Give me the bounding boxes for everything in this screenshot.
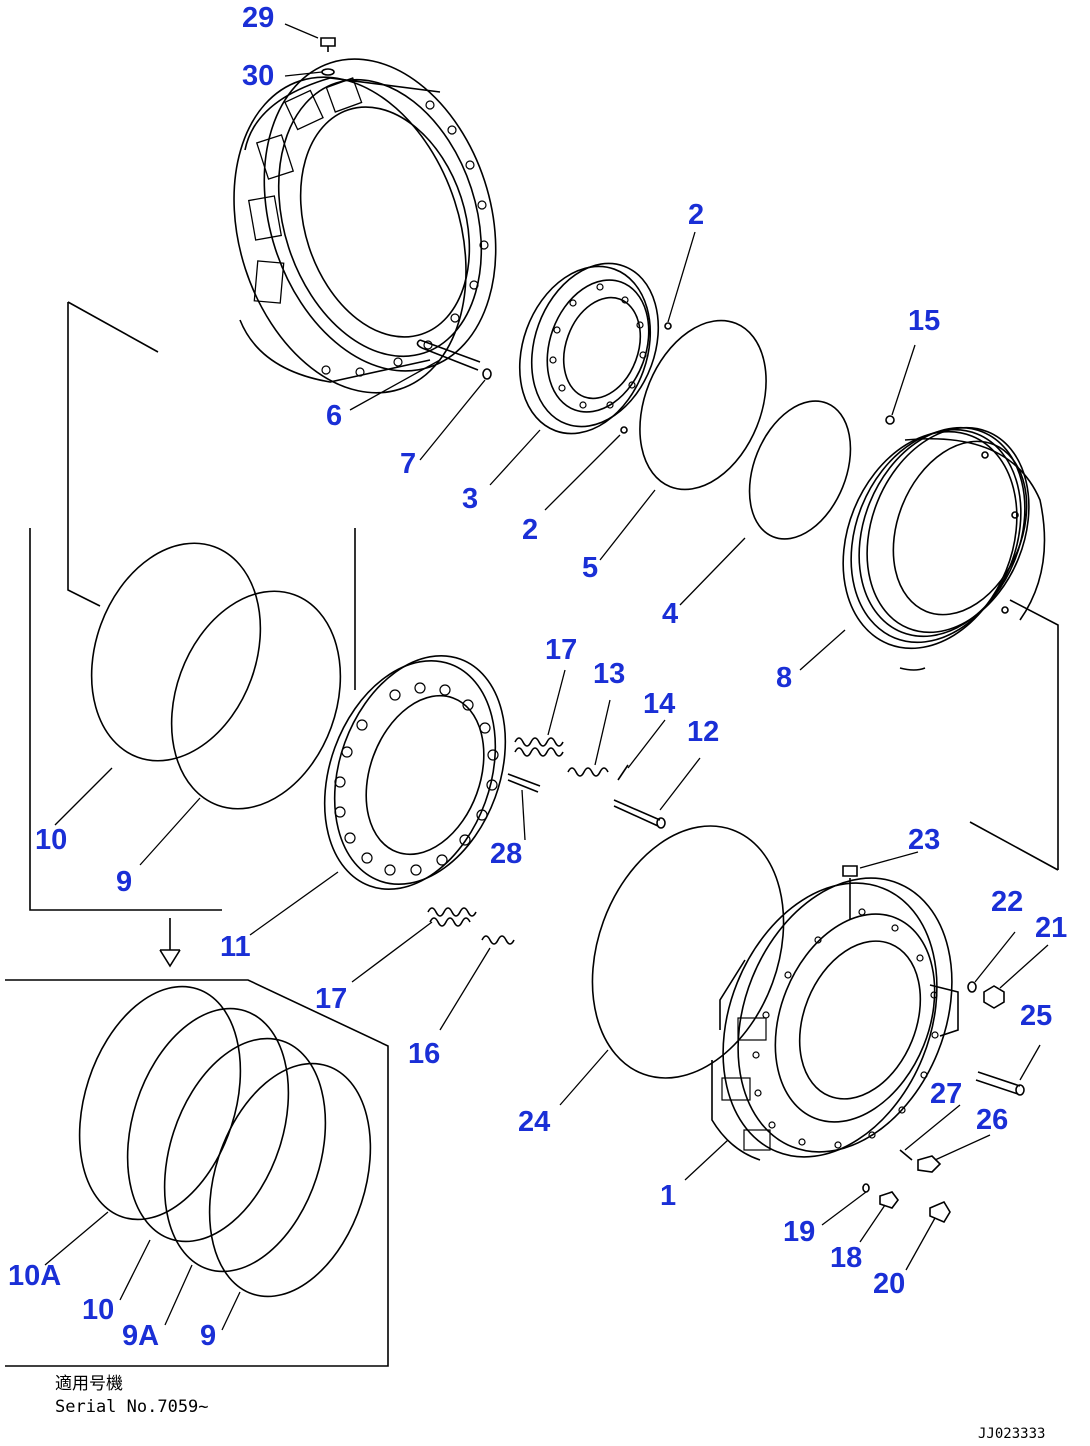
serial-number: Serial No.7059~ [55, 1397, 209, 1417]
part-11-spring-retainer [323, 654, 507, 891]
document-id: JJ023333 [978, 1426, 1046, 1442]
part-3-carrier-plate [518, 262, 672, 435]
callout-29: 29 [242, 2, 275, 34]
part-17-spring-upper [514, 737, 564, 757]
callout-14: 14 [643, 688, 676, 720]
down-arrow-icon [159, 918, 181, 968]
callout-26: 26 [976, 1104, 1009, 1136]
callout-17-upper: 17 [545, 634, 578, 666]
part-18-bolt [879, 1191, 899, 1209]
callout-13: 13 [593, 658, 626, 690]
part-10-ring-alt [126, 1007, 290, 1243]
callout-17-lower: 17 [315, 983, 348, 1015]
leader-lines [44, 23, 1049, 1331]
part-16-spring [481, 935, 515, 945]
callout-22: 22 [991, 886, 1024, 918]
part-26-plug [917, 1155, 942, 1173]
part-6-7-pin [416, 339, 492, 380]
callout-10-alt: 10 [82, 1294, 115, 1326]
callout-10A: 10A [8, 1260, 62, 1292]
callout-25: 25 [1020, 1000, 1053, 1032]
part-15-bolt [885, 415, 895, 425]
callout-12: 12 [687, 716, 720, 748]
callout-7: 7 [400, 448, 417, 480]
serial-label-japanese: 適用号機 [55, 1374, 123, 1394]
callout-9: 9 [116, 866, 133, 898]
part-25-bolt [975, 1071, 1025, 1096]
callout-8: 8 [776, 662, 793, 694]
callout-16: 16 [408, 1038, 441, 1070]
part-5-o-ring [639, 319, 767, 491]
callout-20: 20 [873, 1268, 906, 1300]
part-19-washer [862, 1183, 870, 1193]
part-9-ring-alt [208, 1062, 372, 1298]
callout-24: 24 [518, 1106, 551, 1138]
callout-9A: 9A [122, 1320, 160, 1352]
part-12-pin [613, 799, 666, 829]
callout-6: 6 [326, 400, 343, 432]
part-8-seal-ring [842, 426, 1046, 671]
part-24-large-o-ring [591, 825, 785, 1079]
part-13-spring [567, 767, 609, 777]
group-bracket-right [969, 599, 1059, 871]
callout-2-upper: 2 [688, 199, 705, 231]
callout-9-alt: 9 [200, 1320, 217, 1352]
part-9-ring [170, 590, 342, 810]
callout-21: 21 [1035, 912, 1068, 944]
callout-4: 4 [662, 598, 679, 630]
callout-27: 27 [930, 1078, 963, 1110]
part-14-pin [617, 764, 629, 781]
part-21-plug [983, 985, 1005, 1009]
callout-2-lower: 2 [522, 514, 539, 546]
callout-19: 19 [783, 1216, 816, 1248]
part-4-o-ring [748, 400, 852, 540]
part-28-pin [507, 773, 541, 793]
callout-18: 18 [830, 1242, 863, 1274]
callout-1: 1 [660, 1180, 677, 1212]
callout-30: 30 [242, 60, 275, 92]
callout-23: 23 [908, 824, 941, 856]
callout-3: 3 [462, 483, 479, 515]
callout-5: 5 [582, 552, 599, 584]
part-27-bolt [899, 1149, 913, 1161]
part-10-ring [90, 542, 262, 762]
callout-15: 15 [908, 305, 941, 337]
part-20-bolt [929, 1200, 951, 1224]
part-9A-ring [163, 1037, 327, 1273]
part-10A-ring [78, 985, 242, 1221]
callout-28: 28 [490, 838, 523, 870]
group-bracket-rings [29, 301, 356, 911]
part-1-main-housing [711, 865, 959, 1161]
callout-10: 10 [35, 824, 68, 856]
part-29-30-bolt [320, 37, 336, 76]
part-top-ring-housing [233, 58, 497, 394]
callout-11: 11 [220, 931, 251, 963]
part-17-spring-lower [427, 907, 477, 927]
part-22-washer [967, 981, 977, 993]
group-frame-serial-alternate [5, 979, 389, 1367]
